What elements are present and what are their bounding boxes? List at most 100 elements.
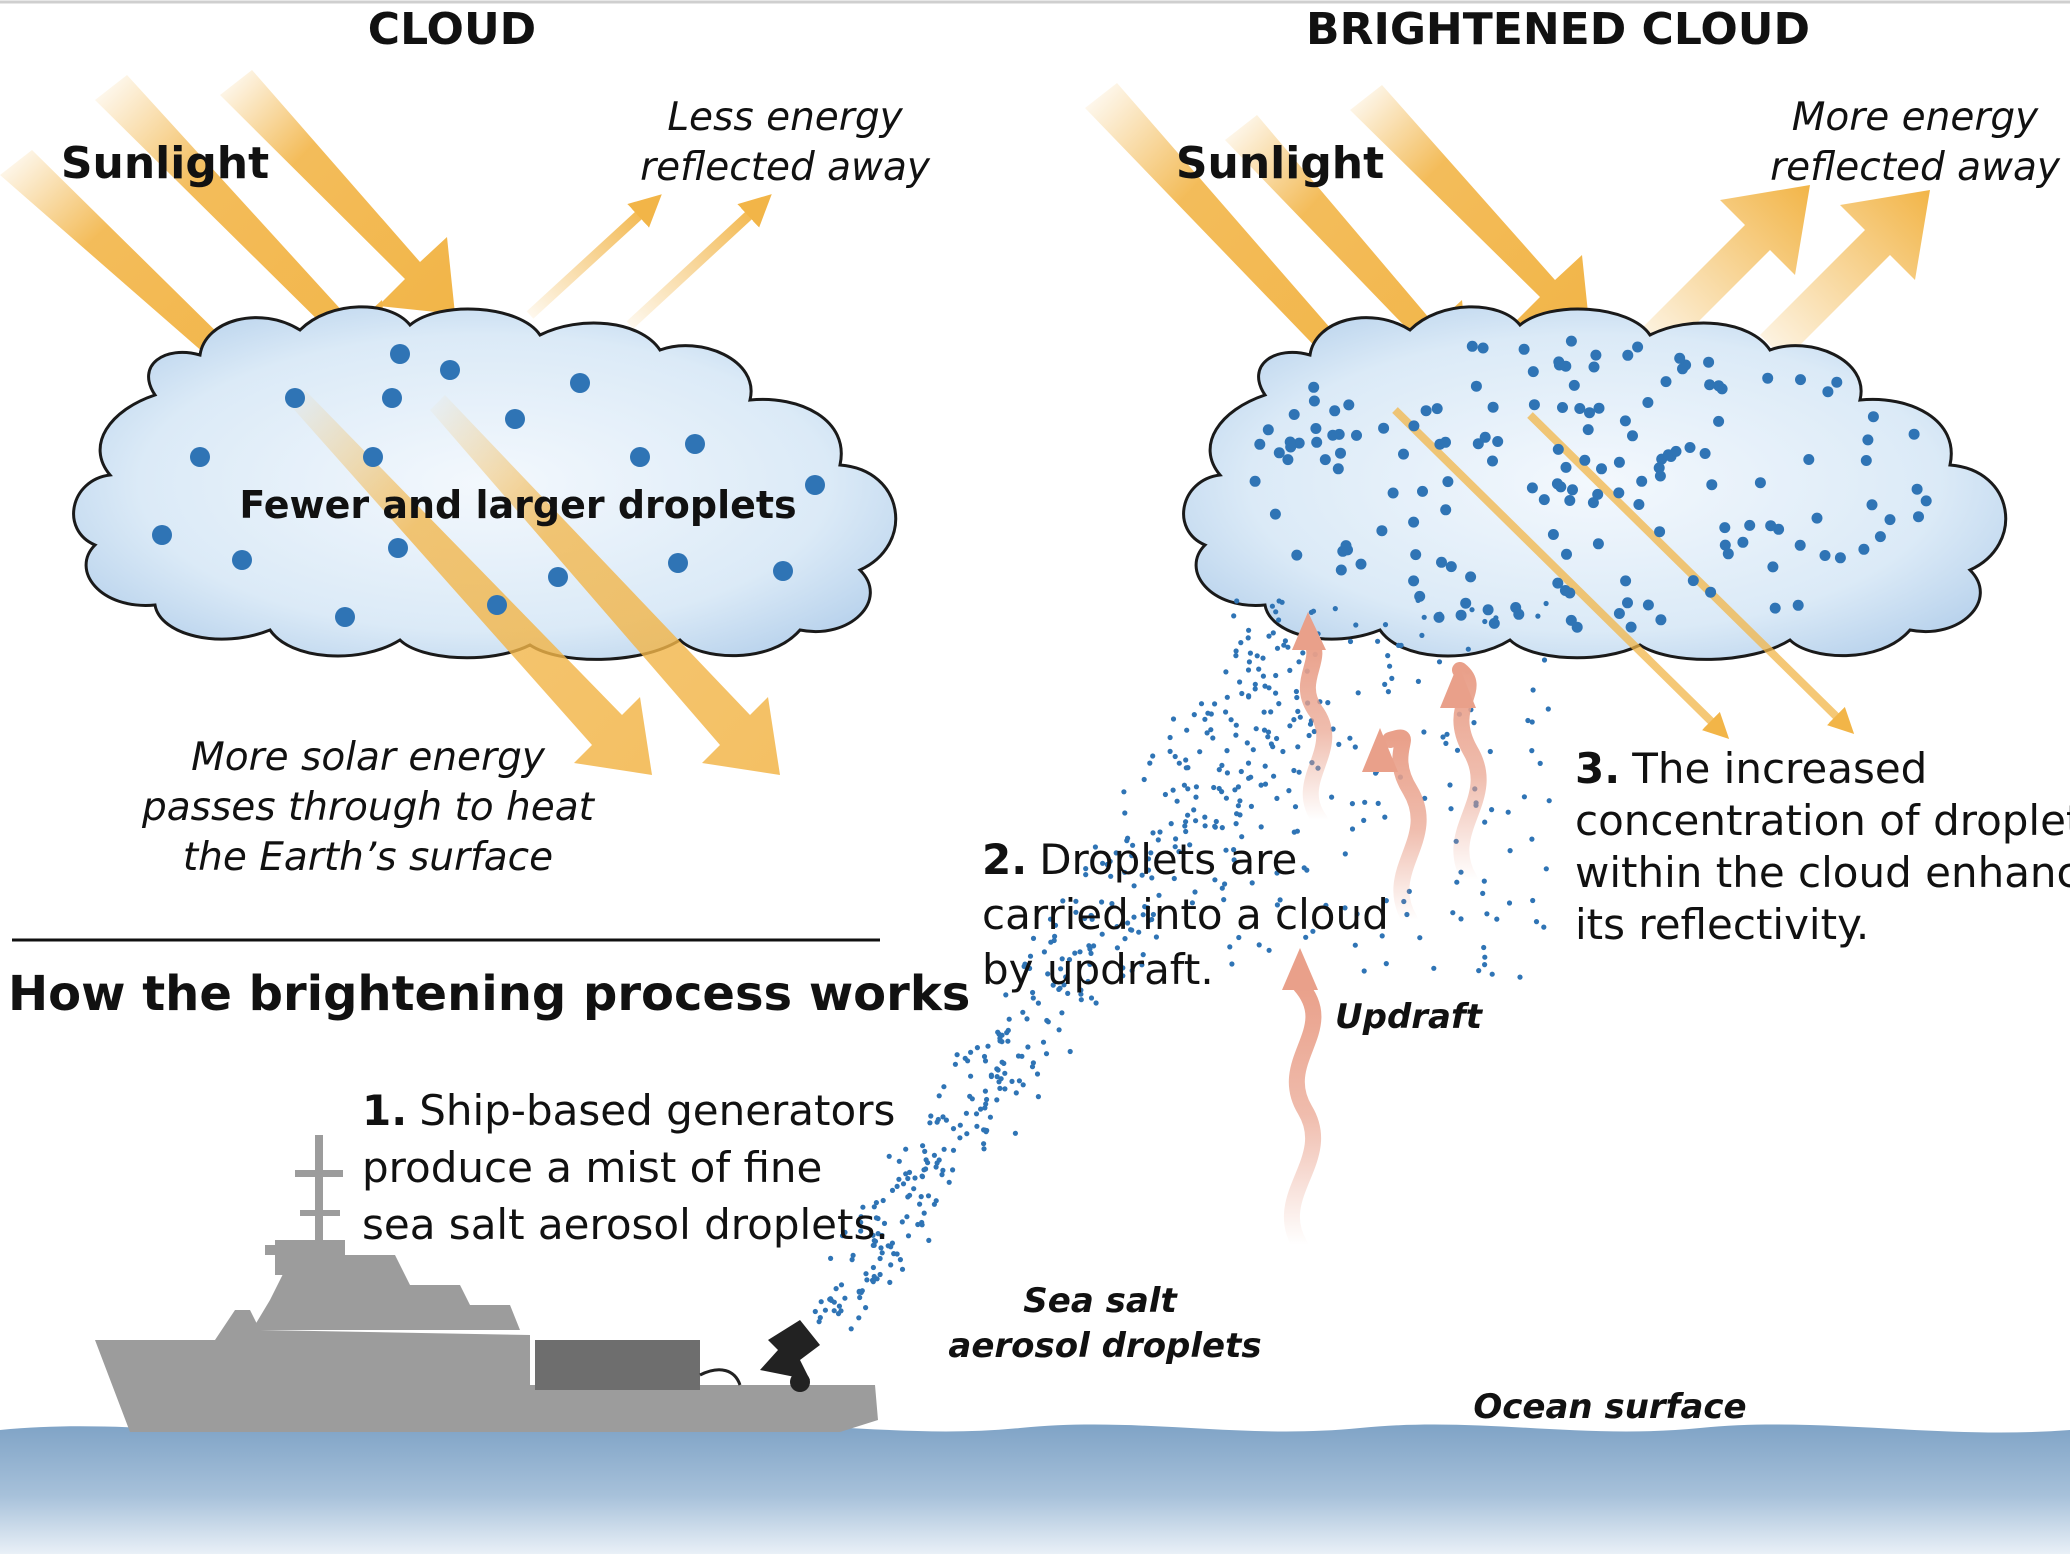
large-droplet: [190, 447, 210, 467]
aerosol-droplet: [1385, 689, 1391, 695]
small-droplet: [1547, 529, 1559, 540]
aerosol-droplet: [1444, 731, 1450, 737]
aerosol-droplet: [923, 1157, 929, 1163]
aerosol-droplet: [1223, 847, 1229, 853]
aerosol-droplet: [1294, 694, 1300, 701]
large-droplet: [152, 525, 172, 545]
aerosol-droplet: [1244, 740, 1250, 746]
aerosol-droplet: [984, 1096, 990, 1103]
aerosol-droplet: [1184, 727, 1190, 733]
small-droplet: [1795, 374, 1806, 386]
small-droplet: [1310, 423, 1322, 434]
aerosol-droplet: [1287, 667, 1293, 674]
aerosol-droplet: [927, 1120, 933, 1126]
aerosol-droplet: [1276, 617, 1282, 623]
aerosol-droplet: [1002, 1086, 1008, 1092]
aerosol-droplet: [903, 1171, 909, 1177]
aerosol-droplet: [1361, 968, 1367, 974]
aerosol-droplet: [1149, 875, 1155, 881]
small-droplet: [1378, 422, 1390, 434]
aerosol-droplet: [957, 1135, 963, 1141]
aerosol-droplet: [842, 1295, 848, 1301]
aerosol-droplet: [1122, 936, 1128, 942]
aerosol-droplet: [1291, 717, 1297, 723]
left-cloud: [72, 305, 898, 661]
aerosol-droplet: [912, 1175, 918, 1181]
aerosol-droplet: [1181, 782, 1187, 788]
aerosol-droplet: [922, 1148, 928, 1154]
small-droplet: [1767, 561, 1779, 573]
aerosol-droplet: [1114, 924, 1120, 930]
aerosol-droplet: [1156, 892, 1162, 898]
small-droplet: [1445, 561, 1457, 573]
large-droplet: [232, 550, 252, 570]
aerosol-droplet: [965, 1058, 971, 1064]
aerosol-droplet: [1130, 842, 1136, 848]
aerosol-droplet: [1125, 920, 1131, 926]
small-droplet: [1674, 352, 1686, 364]
small-droplet: [1479, 431, 1491, 443]
step2-line-1: 2.Droplets are: [982, 835, 1297, 884]
aerosol-droplet: [981, 1141, 987, 1147]
aerosol-droplet: [957, 1122, 963, 1128]
aerosol-droplet: [1183, 819, 1189, 825]
small-droplet: [1455, 609, 1467, 621]
aerosol-droplet: [856, 1315, 862, 1321]
small-droplet: [1387, 487, 1399, 499]
aerosol-droplet: [982, 1058, 989, 1064]
left-sunlight-arrows: [0, 70, 455, 402]
aerosol-droplet: [999, 1059, 1005, 1065]
ship-radar: [265, 1245, 295, 1255]
small-droplet: [1653, 462, 1665, 474]
aerosol-droplet: [1224, 748, 1230, 754]
aerosol-droplet: [1172, 844, 1178, 850]
aerosol-droplet: [1274, 795, 1280, 802]
small-droplet: [1329, 405, 1341, 417]
aerosol-droplet: [877, 1271, 883, 1278]
small-droplet: [1376, 525, 1388, 537]
aerosol-droplet: [1016, 1078, 1023, 1084]
small-droplet: [1249, 475, 1261, 487]
aerosol-droplet: [1354, 911, 1360, 917]
small-droplet: [1622, 597, 1633, 609]
aerosol-droplet: [1417, 935, 1423, 941]
aerosol-droplet: [1482, 819, 1488, 825]
ocean-surface: [0, 1424, 2070, 1554]
small-droplet: [1340, 540, 1352, 552]
aerosol-droplet: [1422, 795, 1428, 801]
aerosol-droplet: [1248, 774, 1254, 780]
aerosol-droplet: [1274, 735, 1280, 742]
aerosol-droplet: [1306, 732, 1312, 739]
aerosol-droplet: [889, 1187, 896, 1193]
aerosol-droplet: [1295, 744, 1301, 750]
aerosol-droplet: [1185, 786, 1191, 792]
left-transmitted-arrows: [290, 390, 780, 775]
aerosol-droplet: [1059, 1010, 1065, 1016]
aerosol-droplet: [1191, 807, 1197, 813]
aerosol-droplet: [1129, 853, 1135, 859]
aerosol-droplet: [1437, 611, 1443, 617]
aerosol-droplet: [1155, 837, 1161, 843]
small-droplet: [1564, 495, 1576, 506]
aerosol-droplet: [1383, 898, 1389, 904]
aerosol-droplet: [1254, 653, 1260, 659]
aerosol-droplet: [985, 1043, 991, 1049]
large-droplet: [773, 561, 793, 581]
aerosol-droplet: [1176, 849, 1182, 855]
aerosol-droplet: [964, 1131, 970, 1137]
small-droplet: [1492, 436, 1504, 447]
aerosol-droplet: [1030, 995, 1036, 1001]
small-droplet: [1633, 499, 1645, 510]
aerosol-droplet: [1020, 1082, 1026, 1088]
step2-number: 2.: [982, 835, 1027, 884]
aerosol-droplet: [1058, 966, 1064, 972]
large-droplet: [363, 447, 383, 467]
aerosol-droplet: [1221, 897, 1227, 903]
small-droplet: [1642, 599, 1654, 611]
small-droplet: [1654, 470, 1666, 482]
aerosol-droplet: [903, 1146, 909, 1152]
aerosol-droplet: [1329, 794, 1335, 800]
aerosol-droplet: [1121, 789, 1127, 795]
aerosol-droplet: [1093, 1000, 1099, 1006]
aerosol-droplet: [1301, 865, 1307, 871]
